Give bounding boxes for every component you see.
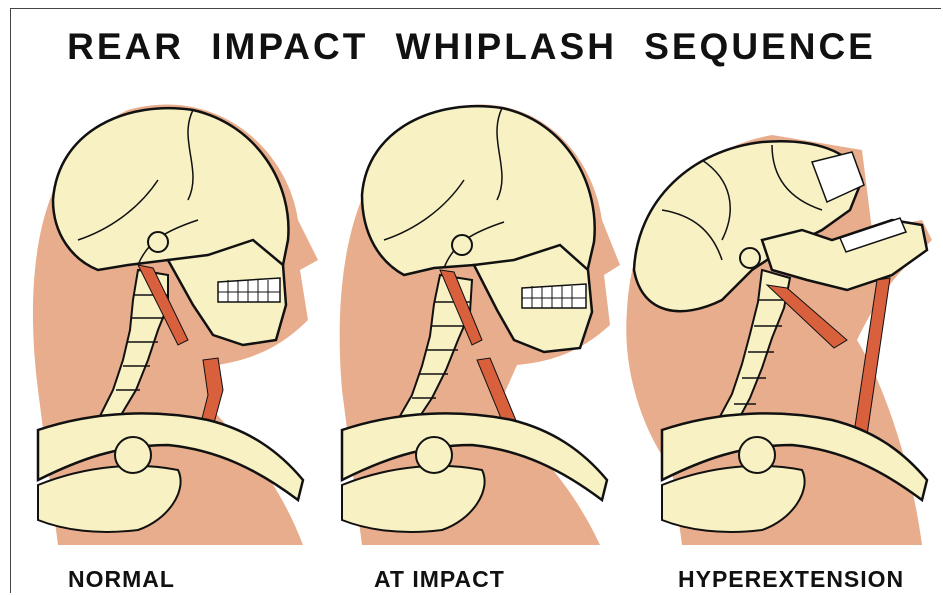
shoulder-joint: [739, 437, 775, 473]
normal-anatomy-svg: [18, 90, 318, 550]
ear-canal: [452, 235, 472, 255]
ear-canal: [740, 248, 760, 268]
shoulder-joint: [115, 437, 151, 473]
stage-at-impact-label: AT IMPACT: [374, 566, 505, 593]
stage-normal-illustration: [18, 90, 318, 550]
stage-hyperextension-label: HYPEREXTENSION: [678, 566, 904, 593]
stage-at-impact-illustration: [322, 90, 622, 550]
ear-canal: [148, 232, 168, 252]
diagram-title: REAR IMPACT WHIPLASH SEQUENCE: [0, 26, 943, 68]
hyperextension-anatomy-svg: [622, 90, 943, 550]
at-impact-anatomy-svg: [322, 90, 622, 550]
teeth: [218, 278, 280, 302]
shoulder-joint: [416, 437, 452, 473]
stage-hyperextension-illustration: [622, 90, 943, 550]
stage-normal-label: NORMAL: [68, 566, 175, 593]
